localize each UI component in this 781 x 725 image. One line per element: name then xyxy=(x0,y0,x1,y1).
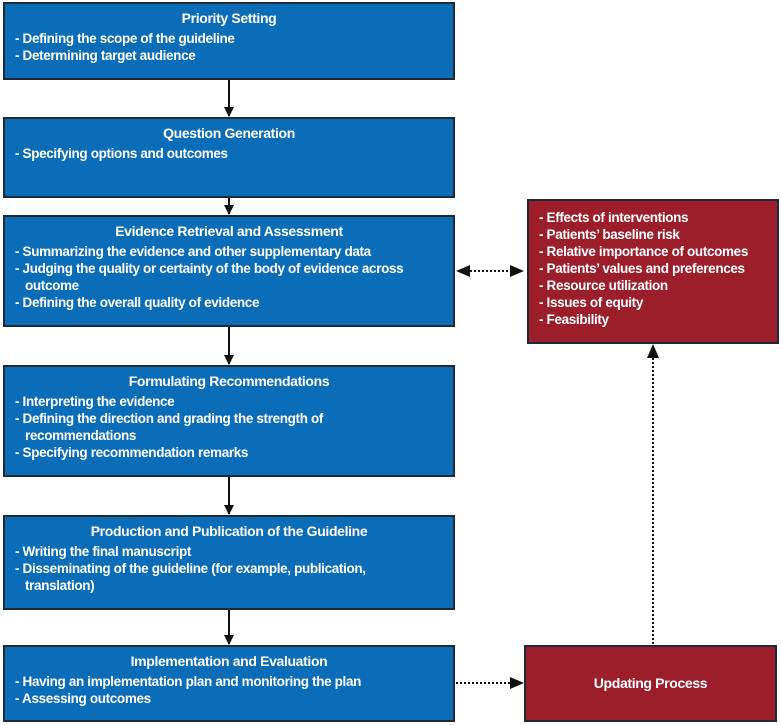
step-implementation-evaluation: Implementation and Evaluation - Having a… xyxy=(3,645,455,722)
step-item: - Judging the quality or certainty of th… xyxy=(15,261,404,293)
step-priority-setting: Priority Setting - Defining the scope of… xyxy=(3,2,455,80)
step-item: - Specifying options and outcomes xyxy=(15,146,228,161)
step-item: - Defining the direction and grading the… xyxy=(15,411,324,443)
step-item: - Having an implementation plan and moni… xyxy=(15,674,362,689)
updating-process-box: Updating Process xyxy=(524,645,777,722)
step-item: - Disseminating of the guideline (for ex… xyxy=(15,561,366,593)
step-title: Priority Setting xyxy=(181,10,277,26)
step-item: - Assessing outcomes xyxy=(15,691,151,706)
factor-item: - Patients’ baseline risk xyxy=(539,227,680,242)
step-title: Implementation and Evaluation xyxy=(130,653,328,669)
factor-item: - Feasibility xyxy=(539,312,609,327)
step-title: Evidence Retrieval and Assessment xyxy=(115,223,343,239)
step-item: - Determining target audience xyxy=(15,48,196,63)
step-formulating-recommendations: Formulating Recommendations - Interpreti… xyxy=(3,365,455,477)
step-title: Formulating Recommendations xyxy=(128,373,330,389)
factor-item: - Issues of equity xyxy=(539,295,643,310)
step-production-publication: Production and Publication of the Guidel… xyxy=(3,515,455,610)
step-question-generation: Question Generation - Specifying options… xyxy=(3,117,455,198)
factor-item: - Relative importance of outcomes xyxy=(539,244,748,259)
step-item: - Writing the final manuscript xyxy=(15,544,192,559)
step-title: Production and Publication of the Guidel… xyxy=(90,523,368,539)
step-item: - Specifying recommendation remarks xyxy=(15,445,249,460)
factor-item: - Effects of interventions xyxy=(539,210,689,225)
step-item: - Summarizing the evidence and other sup… xyxy=(15,244,371,259)
factor-item: - Patients’ values and preferences xyxy=(539,261,745,276)
step-item: - Defining the overall quality of eviden… xyxy=(15,295,260,310)
updating-process-label: Updating Process xyxy=(593,675,708,691)
factor-item: - Resource utilization xyxy=(539,278,668,293)
factors-box: - Effects of interventions - Patients’ b… xyxy=(527,199,779,344)
step-evidence-retrieval: Evidence Retrieval and Assessment - Summ… xyxy=(3,215,455,327)
step-title: Question Generation xyxy=(163,125,295,141)
step-item: - Defining the scope of the guideline xyxy=(15,31,235,46)
step-item: - Interpreting the evidence xyxy=(15,394,175,409)
